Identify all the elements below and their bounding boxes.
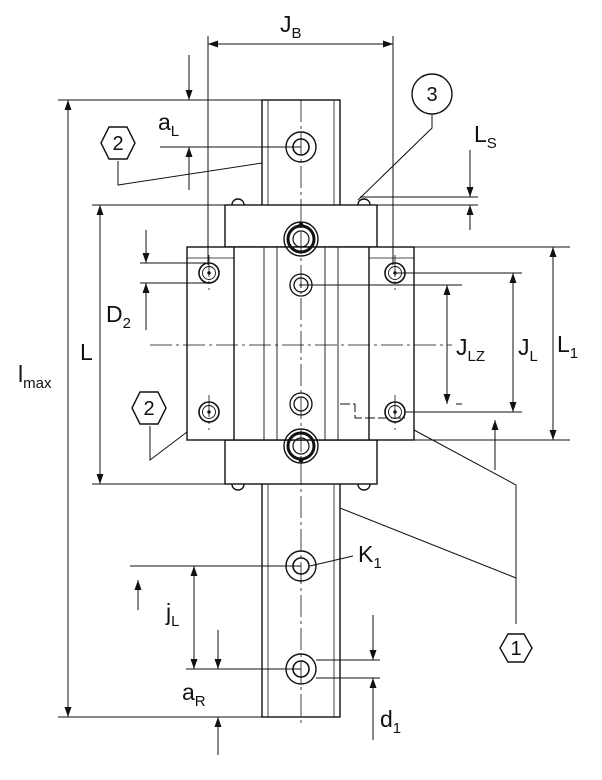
callout-1-hexagon: 1 xyxy=(499,633,533,663)
label-jb: JB xyxy=(280,11,302,42)
label-l: L xyxy=(80,339,93,365)
dimension-lines xyxy=(58,36,570,755)
centre-lines xyxy=(150,100,452,725)
callout-2-label: 2 xyxy=(143,398,154,420)
callout-3-circle: 3 xyxy=(411,73,453,115)
label-ar: aR xyxy=(182,679,206,710)
label-jl-rail: jL xyxy=(165,599,179,630)
label-ls: LS xyxy=(474,121,497,152)
callout-2-label: 2 xyxy=(112,133,123,155)
callout-2-hexagon-bottom: 2 xyxy=(131,391,167,425)
carriage-body xyxy=(186,246,415,441)
label-jl: JL xyxy=(518,334,538,365)
label-jlz: JLZ xyxy=(456,334,485,365)
label-al: aL xyxy=(158,109,179,140)
leader-lines xyxy=(117,115,517,624)
callout-3-label: 3 xyxy=(426,84,437,106)
label-l1: L1 xyxy=(557,331,578,362)
label-lmax: lmax xyxy=(18,361,52,392)
label-d1: d1 xyxy=(380,706,401,737)
callout-2-hexagon-top: 2 xyxy=(100,126,136,160)
label-d2: D2 xyxy=(106,301,131,332)
callout-1-label: 1 xyxy=(510,638,521,660)
label-k1: K1 xyxy=(358,541,382,572)
